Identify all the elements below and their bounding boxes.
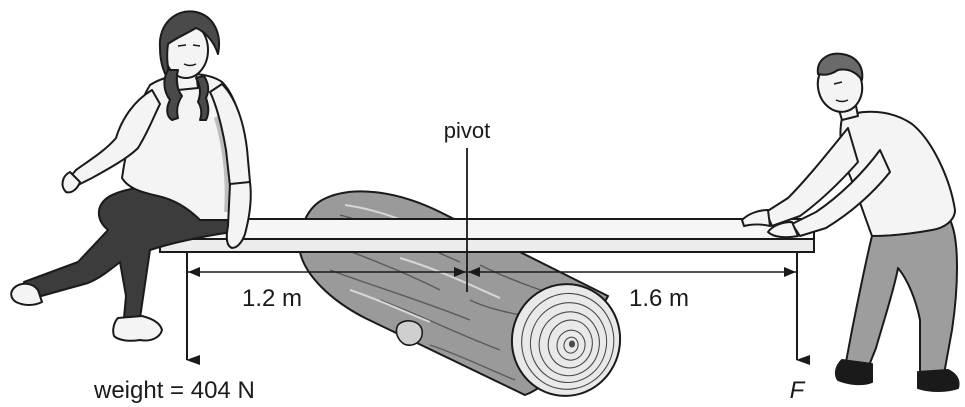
girl-figure: [10, 10, 252, 342]
plank-edge: [159, 238, 815, 253]
boy-shirt: [839, 110, 956, 237]
force-label: F: [790, 377, 806, 404]
girl-hand-right: [225, 181, 252, 249]
girl-braid: [163, 69, 183, 121]
girl-hand-left: [61, 171, 81, 194]
boy-shoe-left: [834, 359, 873, 386]
plank: [159, 218, 815, 253]
boy-hand-left: [741, 209, 771, 227]
weight-label: weight = 404 N: [93, 377, 255, 404]
log-rings: [521, 292, 615, 390]
girl-shoe-left: [10, 282, 43, 306]
plank-top: [161, 218, 815, 240]
distance-markers: [188, 267, 796, 277]
girl-shoe-right: [112, 315, 163, 342]
boy-hand-right: [767, 221, 799, 239]
boy-shoe-right: [917, 369, 960, 392]
boy-trousers: [845, 216, 958, 375]
left-distance-label: 1.2 m: [242, 285, 302, 312]
log-knot: [395, 320, 423, 346]
boy-figure: [741, 52, 960, 392]
right-distance-label: 1.6 m: [629, 285, 689, 312]
pivot-label: pivot: [444, 118, 490, 143]
boy-hair: [816, 52, 864, 81]
